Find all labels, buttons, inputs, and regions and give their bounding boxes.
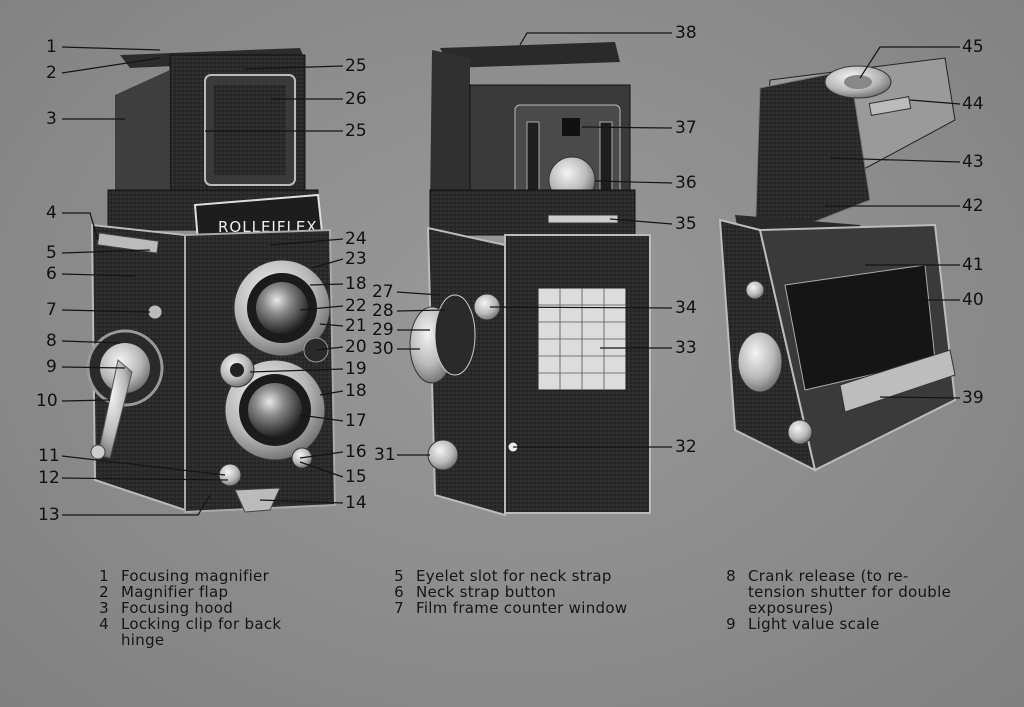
callout-5: 5 [46,243,57,263]
callout-3: 3 [46,109,57,129]
callout-24: 24 [345,229,367,249]
callout-33: 33 [675,338,697,358]
callout-39: 39 [962,388,984,408]
callout-14: 14 [345,493,367,513]
callout-21: 21 [345,316,367,336]
callout-4: 4 [46,203,57,223]
callout-15: 15 [345,467,367,487]
callout-11: 11 [38,446,60,466]
callout-25b: 25 [345,121,367,141]
callout-31: 31 [374,445,396,465]
callout-8: 8 [46,331,57,351]
callout-numbers: 1 2 3 4 5 6 7 8 9 10 11 12 13 14 15 16 1… [36,23,984,525]
callout-32: 32 [675,437,697,457]
callout-40: 40 [962,290,984,310]
callout-29: 29 [372,320,394,340]
callout-6: 6 [46,264,57,284]
camera-side-view [409,42,651,517]
callout-16: 16 [345,442,367,462]
callout-26: 26 [345,89,367,109]
callout-10: 10 [36,391,58,411]
callout-19: 19 [345,359,367,379]
callout-43: 43 [962,152,984,172]
callout-41: 41 [962,255,984,275]
callout-23: 23 [345,249,367,269]
callout-37: 37 [675,118,697,138]
callout-7: 7 [46,300,57,320]
callout-22: 22 [345,296,367,316]
leader-lines [61,32,961,516]
callout-17: 17 [345,411,367,431]
camera-front-view: ROLLEIFLEX [86,48,337,514]
callout-38: 38 [675,23,697,43]
callout-2: 2 [46,63,57,83]
callout-12: 12 [38,468,60,488]
callout-27: 27 [372,282,394,302]
callout-34: 34 [675,298,697,318]
callout-35: 35 [675,214,697,234]
camera-open-back-view [718,57,957,472]
callout-36: 36 [675,173,697,193]
callout-18b: 18 [345,381,367,401]
callout-25a: 25 [345,56,367,76]
callout-18a: 18 [345,274,367,294]
callout-20: 20 [345,337,367,357]
callout-30: 30 [372,339,394,359]
callout-44: 44 [962,94,984,114]
callout-9: 9 [46,357,57,377]
callout-45: 45 [962,37,984,57]
callout-13: 13 [38,505,60,525]
callout-42: 42 [962,196,984,216]
callout-1: 1 [46,37,57,57]
callout-28: 28 [372,301,394,321]
